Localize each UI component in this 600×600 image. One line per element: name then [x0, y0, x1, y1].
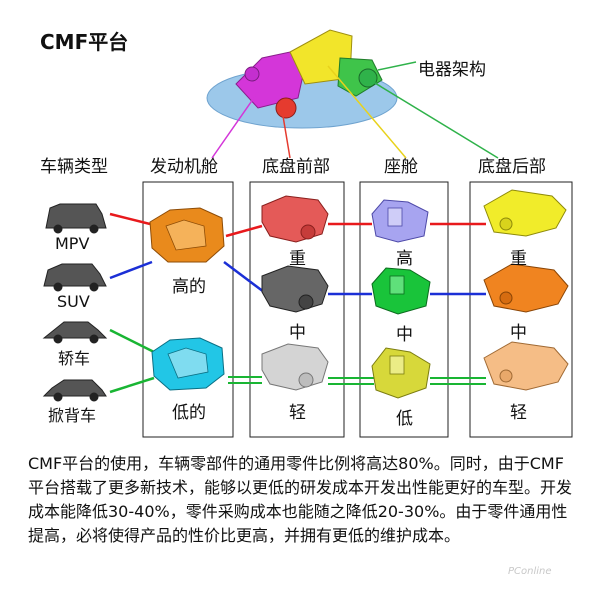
engine-front-blue-line [223, 261, 265, 293]
cabin-medium-part [371, 267, 431, 315]
rear-level-light: 轻 [510, 403, 527, 423]
engine-front-red-line [225, 224, 263, 238]
front-level-heavy: 重 [289, 249, 306, 269]
rear-chassis-medium-part [483, 263, 569, 313]
rear-chassis-box [469, 181, 573, 438]
front-chassis-box [249, 181, 345, 438]
vehicle-label-suv: SUV [57, 292, 90, 311]
cabin-level-low: 低 [396, 409, 413, 429]
hatchback-engine-line [109, 376, 155, 394]
cabin-level-high: 高 [396, 249, 413, 269]
header-rear-chassis: 底盘后部 [478, 157, 546, 177]
engine-bay-box [142, 181, 234, 438]
watermark: PConline [508, 566, 552, 577]
description-text: CMF平台的使用，车辆零部件的通用零件比例将高达80%。同时，由于CMF平台搭载… [28, 454, 573, 545]
front-level-medium: 中 [289, 323, 306, 343]
header-cabin: 座舱 [384, 157, 418, 177]
rear-chassis-light-part [483, 341, 569, 391]
hatchback-icon [42, 379, 107, 397]
mpv-icon [45, 203, 107, 229]
front-chassis-light-part [261, 343, 329, 391]
engine-level-low: 低的 [172, 403, 206, 423]
electrical-architecture-label: 电器架构 [418, 60, 486, 80]
sedan-icon [42, 321, 108, 339]
cabin-high-part [371, 199, 429, 243]
vehicle-label-sedan: 轿车 [58, 349, 91, 368]
pointer-line-rear [369, 79, 499, 159]
suv-icon [43, 263, 107, 287]
front-level-light: 轻 [289, 403, 306, 423]
vehicle-label-mpv: MPV [55, 234, 90, 253]
vehicle-label-hatchback: 掀背车 [48, 406, 97, 425]
engine-level-high: 高的 [172, 277, 206, 297]
pointer-line-front [281, 109, 291, 159]
pointer-line-cabin [327, 65, 407, 159]
sedan-engine-line [109, 328, 155, 354]
pointer-line-engine [211, 91, 259, 159]
rear-level-medium: 中 [510, 323, 527, 343]
front-chassis-heavy-part [261, 195, 329, 243]
front-chassis-medium-part [261, 265, 329, 313]
rear-level-heavy: 重 [510, 249, 527, 269]
header-engine-bay: 发动机舱 [150, 157, 218, 177]
pointer-line-electrical [377, 61, 417, 71]
suv-engine-line [109, 260, 153, 280]
header-front-chassis: 底盘前部 [262, 157, 330, 177]
mpv-engine-line [109, 212, 151, 226]
platform-car-illustration [206, 29, 398, 129]
cabin-box [359, 181, 449, 438]
engine-bay-high-part [149, 207, 225, 263]
cabin-low-part [371, 347, 431, 399]
page-title: CMF平台 [40, 30, 129, 54]
cabin-level-medium: 中 [396, 325, 413, 345]
engine-bay-low-part [151, 337, 225, 391]
header-vehicle-type: 车辆类型 [40, 157, 108, 177]
rear-chassis-heavy-part [483, 189, 567, 237]
